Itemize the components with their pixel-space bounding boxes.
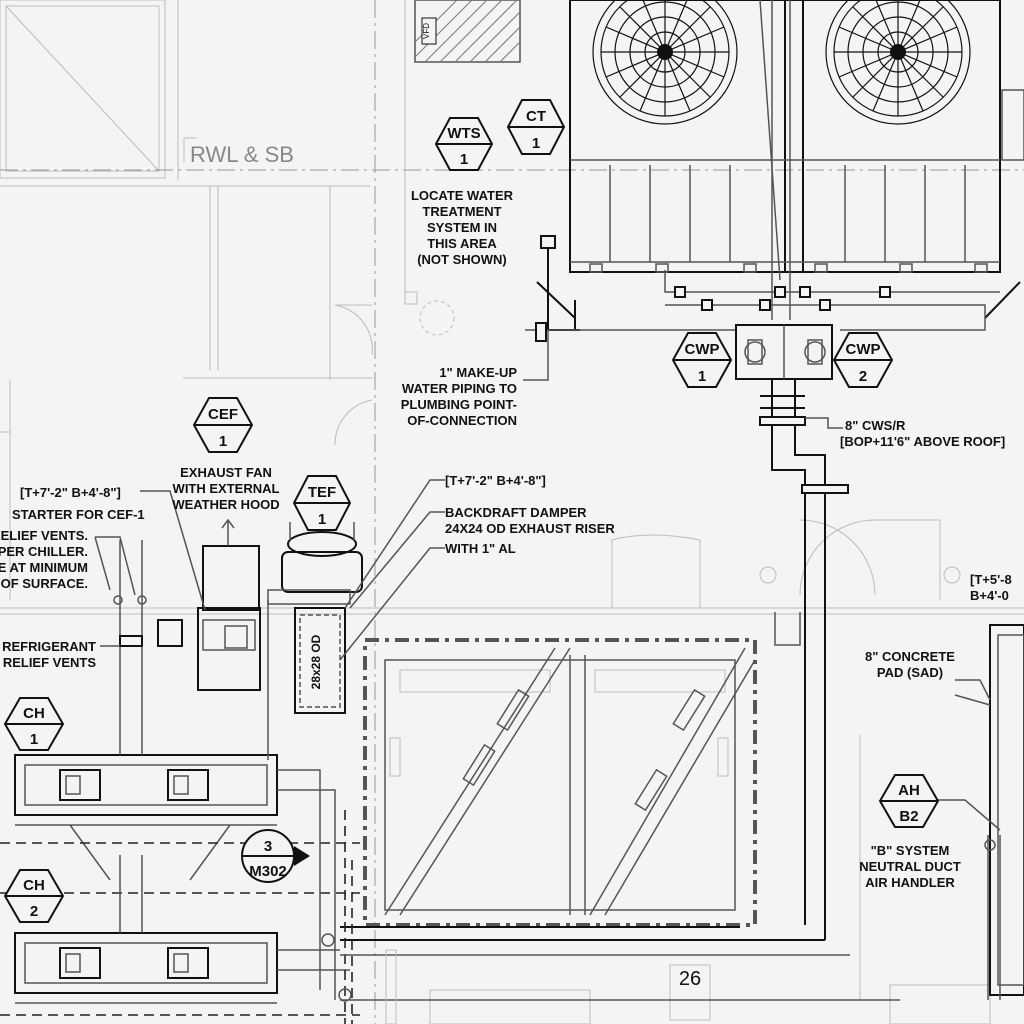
tag-number: 1 xyxy=(219,433,227,450)
note-line: BACKDRAFT DAMPER xyxy=(445,505,587,520)
note-line: THIS AREA xyxy=(427,236,497,251)
note-relief-vents: RELIEF VENTS. PER CHILLER. E AT MINIMUM … xyxy=(0,528,88,591)
tag-name: AH xyxy=(898,782,920,799)
equipment-tag-tef1: TEF 1 xyxy=(292,475,352,531)
section-sheet: M302 xyxy=(249,863,287,880)
air-handler-b2 xyxy=(954,624,1024,1000)
tag-name: TEF xyxy=(308,484,336,501)
note-line: 8" CONCRETE xyxy=(865,649,955,664)
note-line: [BOP+11'6" ABOVE ROOF] xyxy=(840,434,1005,449)
note-line: RELIEF VENTS. xyxy=(0,528,88,543)
note-line: NEUTRAL DUCT xyxy=(859,859,961,874)
note-water-treatment: LOCATE WATER TREATMENT SYSTEM IN THIS AR… xyxy=(411,188,514,267)
equipment-tag-ahb2: AH B2 xyxy=(878,774,940,828)
tag-number: 1 xyxy=(698,368,706,385)
note-line: " REFRIGERANT xyxy=(0,639,96,654)
note-line: TREATMENT xyxy=(422,204,501,219)
note-line: B+4'-0 xyxy=(970,588,1009,603)
tag-number: 2 xyxy=(859,368,867,385)
note-line: WITH 1" AL xyxy=(445,541,516,556)
note-line: SYSTEM IN xyxy=(427,220,497,235)
tag-name: CEF xyxy=(208,406,238,423)
cooling-tower xyxy=(569,0,1024,273)
note-line: "B" SYSTEM xyxy=(871,843,950,858)
fan-icon xyxy=(592,0,738,125)
tag-name: CT xyxy=(526,108,546,125)
note-line: PER CHILLER. xyxy=(0,544,88,559)
equipment-tag-ch1: CH 1 xyxy=(3,697,65,751)
note-concrete-pad: 8" CONCRETE PAD (SAD) xyxy=(865,649,955,680)
note-line: LOCATE WATER xyxy=(411,188,514,203)
note-line: RELIEF VENTS xyxy=(3,655,97,670)
note-air-handler: "B" SYSTEM NEUTRAL DUCT AIR HANDLER xyxy=(859,843,961,890)
note-line: [T+5'-8 xyxy=(970,572,1012,587)
equipment-tag-ct1: CT 1 xyxy=(506,99,566,155)
chiller-piping xyxy=(113,540,900,1024)
tag-number: 1 xyxy=(30,731,38,748)
note-starter: STARTER FOR CEF-1 xyxy=(12,507,145,522)
tag-number: 1 xyxy=(318,511,326,528)
equipment-tag-wts1: WTS 1 xyxy=(434,117,494,171)
tag-number: 1 xyxy=(532,135,540,152)
tag-name: CH xyxy=(23,705,45,722)
tag-number: 2 xyxy=(30,903,38,920)
note-elevation-left: [T+7'-2" B+4'-8"] xyxy=(20,485,121,500)
vfd-label: VFD xyxy=(422,23,431,39)
note-line: WEATHER HOOD xyxy=(172,497,279,512)
note-cws: 8" CWS/R [BOP+11'6" ABOVE ROOF] xyxy=(840,418,1005,449)
tag-number: 1 xyxy=(460,151,468,168)
section-marker: 3 M302 xyxy=(241,829,310,883)
equipment-tag-ch2: CH 2 xyxy=(3,869,65,923)
note-line: 24X24 OD EXHAUST RISER xyxy=(445,521,615,536)
rwl-sb-label: RWL & SB xyxy=(190,142,294,167)
note-line: EXHAUST FAN xyxy=(180,465,272,480)
note-line: OOF SURFACE. xyxy=(0,576,88,591)
note-elevation-right: [T+7'-2" B+4'-8"] xyxy=(445,473,546,488)
note-line: E AT MINIMUM xyxy=(0,560,88,575)
equipment-tag-cef1: CEF 1 xyxy=(192,397,254,453)
tag-name: WTS xyxy=(447,125,480,142)
note-line: (NOT SHOWN) xyxy=(417,252,507,267)
note-line: 1" MAKE-UP xyxy=(439,365,517,380)
note-line: PLUMBING POINT- xyxy=(401,397,517,412)
equipment-tag-cwp1: CWP 1 xyxy=(671,332,733,388)
note-elevation-far-right: [T+5'-8 B+4'-0 xyxy=(970,572,1012,603)
chiller-ch1 xyxy=(0,754,360,881)
tag-name: CH xyxy=(23,877,45,894)
note-refrigerant: " REFRIGERANT RELIEF VENTS xyxy=(0,639,96,670)
exhaust-fan-cef1 xyxy=(197,518,261,691)
note-line: WITH EXTERNAL xyxy=(173,481,280,496)
chiller-ch2 xyxy=(0,892,360,1016)
note-line: AIR HANDLER xyxy=(865,875,955,890)
note-line: PAD (SAD) xyxy=(877,665,943,680)
note-line: OF-CONNECTION xyxy=(407,413,517,428)
leader-lines xyxy=(94,0,1001,831)
tag-name: CWP xyxy=(685,341,720,358)
note-line: 8" CWS/R xyxy=(845,418,906,433)
room-number: 26 xyxy=(679,968,701,990)
exhaust-fan-tef1: 28x28 OD xyxy=(267,522,363,760)
duct-size-label: 28x28 OD xyxy=(309,634,323,689)
note-exhaust-fan: EXHAUST FAN WITH EXTERNAL WEATHER HOOD xyxy=(172,465,279,512)
equipment-enclosure xyxy=(340,638,825,941)
note-backdraft-damper: BACKDRAFT DAMPER 24X24 OD EXHAUST RISER … xyxy=(445,505,615,556)
note-line: WATER PIPING TO xyxy=(402,381,517,396)
equipment-tag-cwp2: CWP 2 xyxy=(832,332,894,388)
tag-number: B2 xyxy=(899,808,918,825)
condenser-water-piping xyxy=(525,0,1021,940)
fan-icon xyxy=(825,0,971,125)
section-number: 3 xyxy=(264,838,272,855)
note-makeup-water: 1" MAKE-UP WATER PIPING TO PLUMBING POIN… xyxy=(401,365,518,428)
tag-name: CWP xyxy=(846,341,881,358)
hatched-wall-block: VFD xyxy=(414,0,521,63)
